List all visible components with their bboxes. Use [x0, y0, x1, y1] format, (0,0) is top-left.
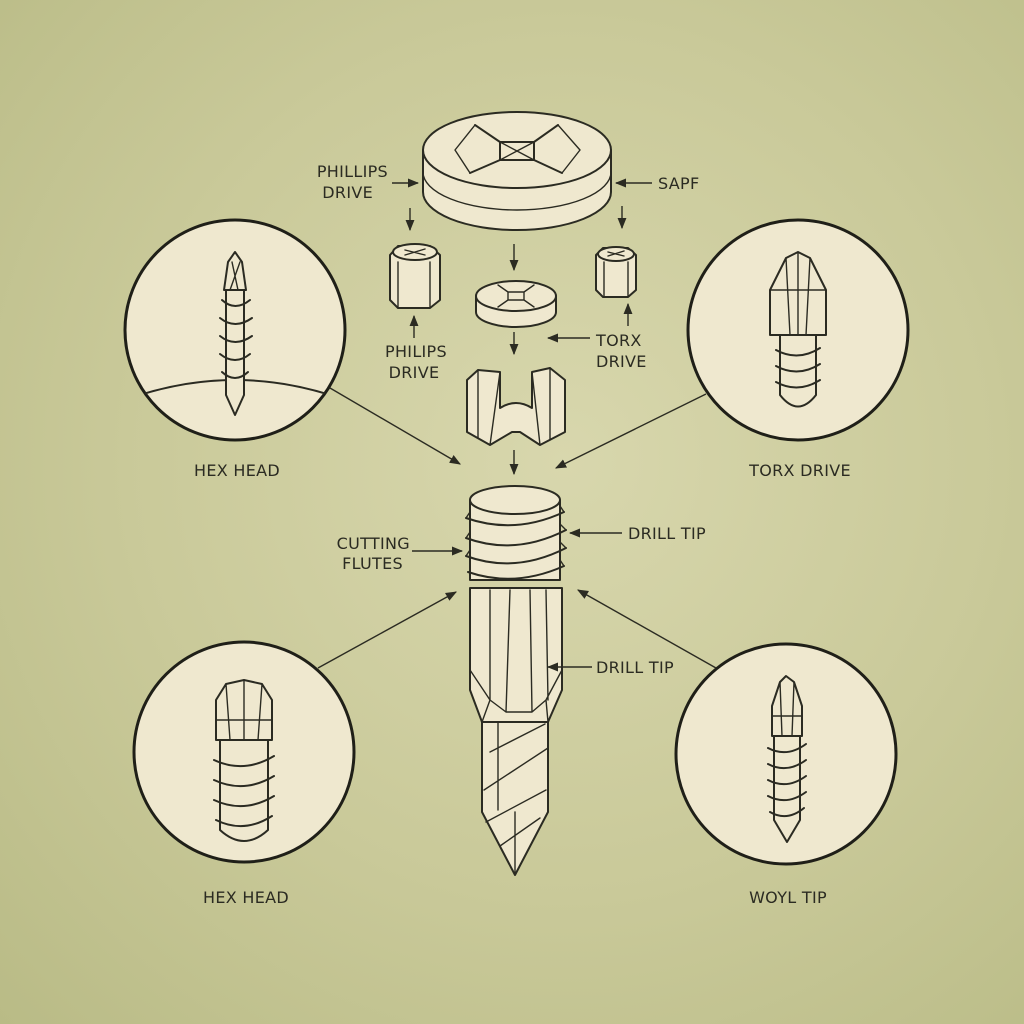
hex-socket-body [466, 367, 566, 446]
label-philips-drive-1: PHILIPS [385, 342, 447, 361]
label-cutting-flutes-1: CUTTING [337, 534, 410, 553]
small-phillips-disc [475, 280, 557, 328]
label-phillips-drive-2: DRIVE [322, 183, 373, 202]
callout-label-top-right: TORX DRIVE [748, 461, 851, 480]
label-philips-drive-2: DRIVE [389, 363, 440, 382]
callout-label-bottom-left: HEX HEAD [203, 888, 289, 907]
screw-icon-tr [769, 251, 827, 408]
callout-label-bottom-right: WOYL TIP [749, 888, 827, 907]
screw-icon-br [767, 675, 807, 843]
screw-icon-tl [219, 251, 253, 416]
label-torx-drive-1: TORX [595, 331, 642, 350]
callout-label-top-left: HEX HEAD [194, 461, 280, 480]
label-torx-drive-2: DRIVE [596, 352, 647, 371]
callout-bottom-left [132, 640, 356, 864]
label-phillips-drive-1: PHILLIPS [317, 162, 388, 181]
label-cutting-flutes-2: FLUTES [342, 554, 403, 573]
screw-icon-bl [213, 679, 275, 842]
callout-bottom-right [674, 642, 898, 866]
callout-top-left [123, 218, 347, 442]
small-hex-head-right [595, 246, 637, 298]
label-drill-tip-lower: DRILL TIP [596, 658, 674, 677]
arrows [317, 178, 717, 672]
small-hex-head-left [389, 243, 441, 309]
label-sapf: SAPF [658, 174, 699, 193]
main-self-drilling-screw [465, 485, 567, 876]
callout-top-right [686, 218, 910, 442]
label-drill-tip-upper: DRILL TIP [628, 524, 706, 543]
large-phillips-disc-head [422, 111, 612, 231]
